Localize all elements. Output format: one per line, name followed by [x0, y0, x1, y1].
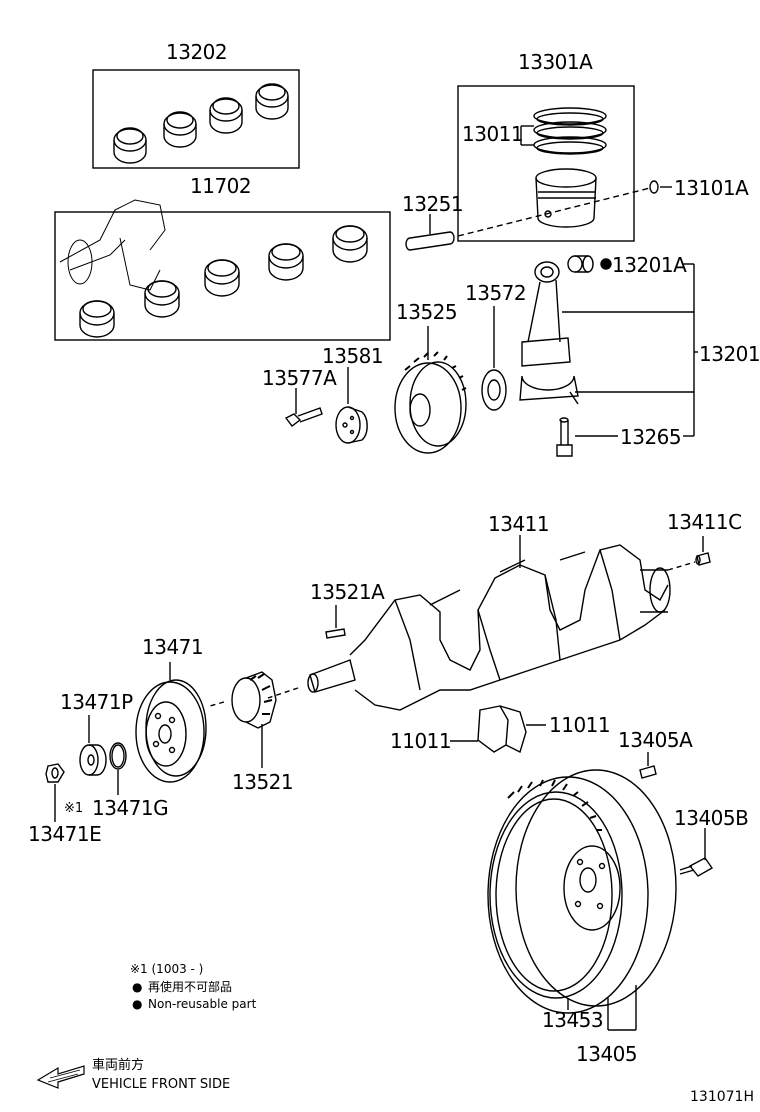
- pulley-13581: [335, 406, 368, 444]
- part-label-13011[interactable]: 13011: [462, 122, 524, 146]
- part-label-13471G[interactable]: 13471G: [92, 796, 169, 820]
- part-label-13471P[interactable]: 13471P: [60, 690, 133, 714]
- part-label-13577A[interactable]: 13577A: [262, 366, 337, 390]
- o-ring-13471G: [109, 742, 127, 770]
- bushing-13201A: [567, 255, 594, 273]
- bolt-13405B: [679, 857, 714, 877]
- piston-pin-13251: [405, 231, 455, 251]
- bearing-shells-13202: [113, 83, 289, 164]
- assembly-line-crank: [267, 687, 299, 699]
- part-label-13251[interactable]: 13251: [402, 192, 464, 216]
- part-label-13405A[interactable]: 13405A: [618, 728, 693, 752]
- part-label-13521[interactable]: 13521: [232, 770, 294, 794]
- bracket-13201: [562, 263, 698, 437]
- washer-13471P: [79, 744, 107, 776]
- legend-bullet-jp: ●: [132, 980, 143, 994]
- crankshaft-ghost-11702: [59, 199, 166, 291]
- front-side-en: VEHICLE FRONT SIDE: [92, 1077, 231, 1092]
- pin-13405A: [639, 765, 657, 779]
- thrust-washer-13572: [481, 369, 507, 411]
- legend-bullet-en: ●: [132, 997, 143, 1011]
- timing-gear-13525: [394, 351, 467, 454]
- piston-13301A: [535, 168, 597, 228]
- part-label-13411[interactable]: 13411: [488, 512, 550, 536]
- bearing-set-box-13202: [92, 69, 300, 169]
- part-label-13411C[interactable]: 13411C: [667, 510, 742, 534]
- part-label-13521A[interactable]: 13521A: [310, 580, 385, 604]
- part-label-11702[interactable]: 11702: [190, 174, 252, 198]
- note-mark-1: ※1: [64, 801, 84, 816]
- piston-rings-13011: [533, 107, 607, 155]
- bolt-13577A: [284, 407, 323, 427]
- part-label-13581[interactable]: 13581: [322, 344, 384, 368]
- legend-note-1: ※1 (1003 - ): [130, 962, 204, 976]
- key-13521A: [325, 628, 346, 639]
- part-label-13405B[interactable]: 13405B: [674, 806, 749, 830]
- part-label-11011-right[interactable]: 11011: [549, 713, 611, 737]
- front-side-arrow: [36, 1065, 85, 1089]
- rod-bolt-13265: [556, 417, 573, 457]
- part-label-13201[interactable]: 13201: [699, 342, 760, 366]
- part-label-11011-left[interactable]: 11011: [390, 729, 452, 753]
- part-label-13265[interactable]: 13265: [620, 425, 682, 449]
- part-label-13572[interactable]: 13572: [465, 281, 527, 305]
- connecting-rod-13201: [519, 261, 579, 405]
- part-label-13405[interactable]: 13405: [576, 1042, 638, 1066]
- assembly-line-gear: [209, 701, 225, 707]
- assembly-line-pin: [457, 187, 651, 237]
- crank-gear-13521: [231, 671, 277, 729]
- part-label-13202[interactable]: 13202: [166, 40, 228, 64]
- legend-non-reusable-jp: 再使用不可部品: [148, 980, 233, 994]
- part-label-13471E[interactable]: 13471E: [28, 822, 102, 846]
- part-label-13301A[interactable]: 13301A: [518, 50, 593, 74]
- pin-13411C: [695, 552, 711, 566]
- non-reusable-dot-13201A: [600, 258, 612, 270]
- bearing-shells-11702: [79, 225, 368, 338]
- part-label-13453[interactable]: 13453: [542, 1008, 604, 1032]
- nut-13471E: [45, 763, 65, 783]
- snap-ring-13101A: [649, 180, 659, 194]
- ring-gear-13453: [489, 779, 623, 999]
- flywheel-13405: [487, 769, 677, 1014]
- legend-non-reusable-en: Non-reusable part: [148, 997, 257, 1011]
- piston-box-13301A: [457, 85, 635, 242]
- crankshaft-13411: [307, 544, 671, 711]
- part-label-13525[interactable]: 13525: [396, 300, 458, 324]
- thrust-washers-11011: [477, 705, 527, 753]
- bearing-set-box-11702: [54, 211, 391, 341]
- illustration-ref-code: 131071H: [690, 1089, 754, 1105]
- part-label-13201A[interactable]: 13201A: [612, 253, 687, 277]
- part-label-13471[interactable]: 13471: [142, 635, 204, 659]
- front-side-jp: 車両前方: [92, 1058, 145, 1073]
- crank-pulley-13471: [135, 679, 207, 783]
- assembly-line-13411C: [667, 561, 696, 571]
- part-label-13101A[interactable]: 13101A: [674, 176, 749, 200]
